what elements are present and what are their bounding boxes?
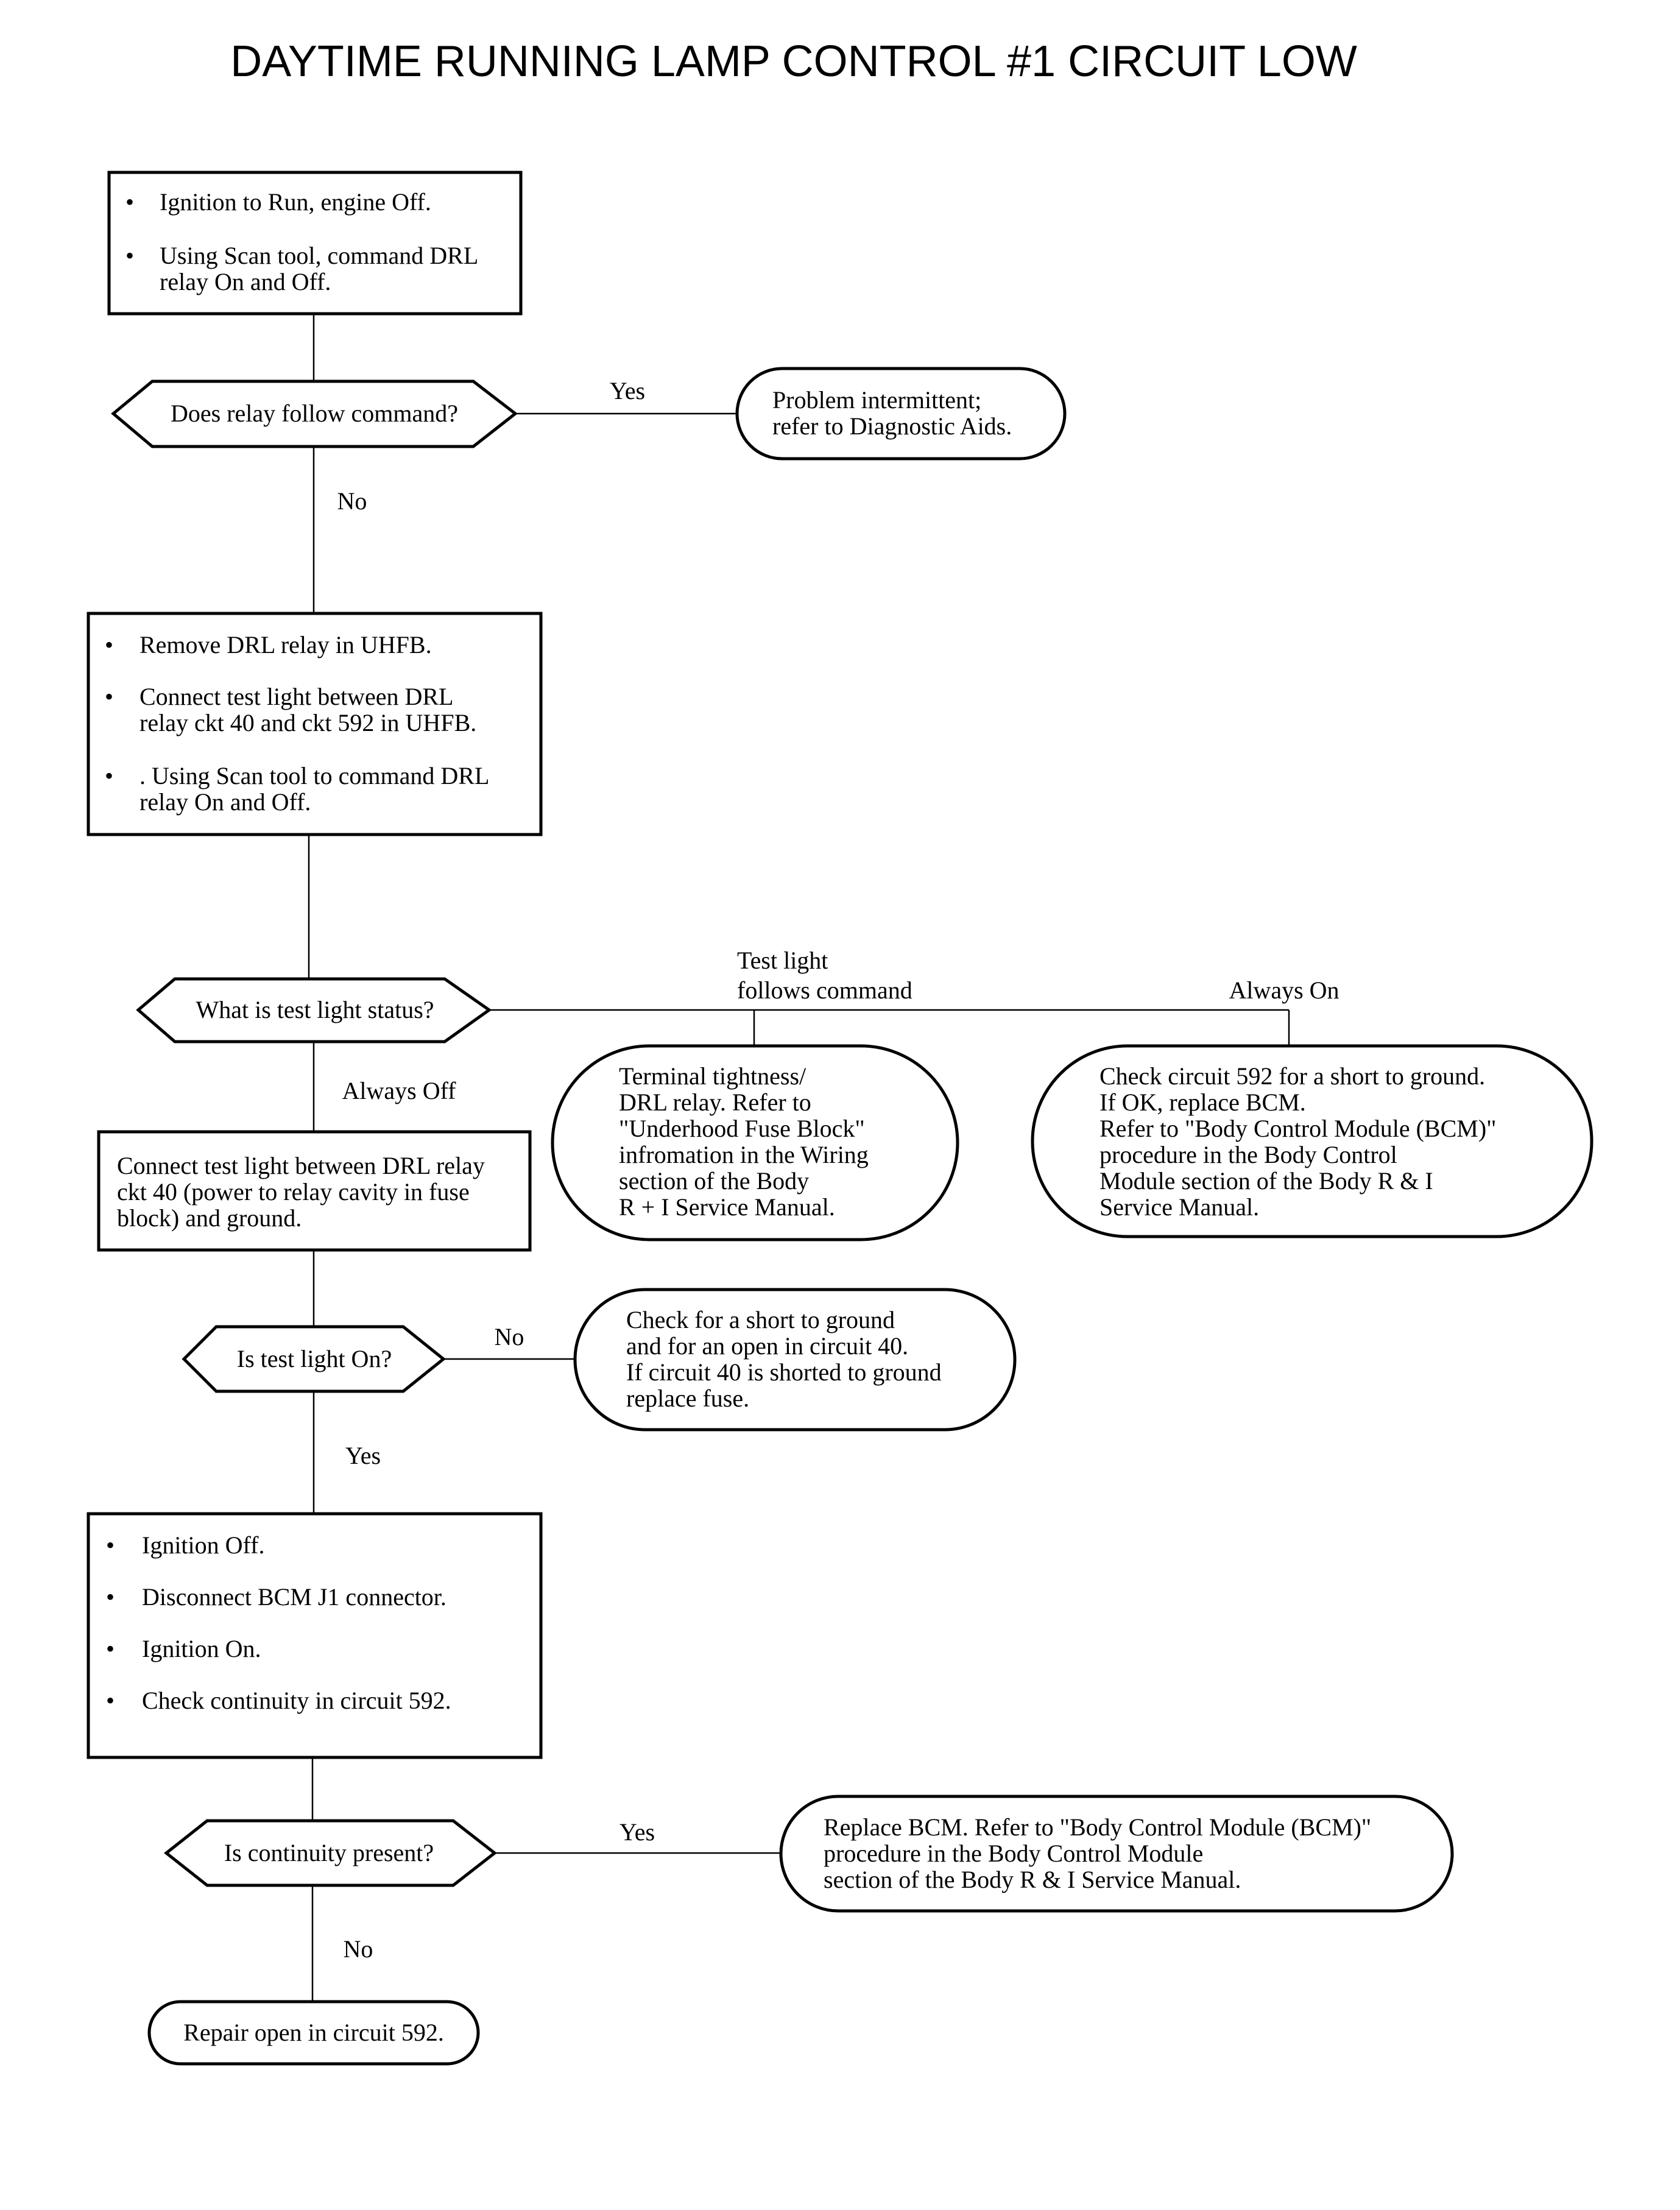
decision-question: What is test light status? [196,996,434,1023]
bullet-text: . Using Scan tool to command DRL [139,762,489,789]
result-text: Repair open in circuit 592. [183,2019,444,2046]
follows-command-label: follows command [737,976,912,1004]
yes-label: Yes [619,1818,655,1846]
step-text: Connect test light between DRL relay [117,1152,485,1179]
result-text: Check for a short to ground [626,1306,895,1333]
result-text: If circuit 40 is shorted to ground [626,1358,942,1386]
decision-3: Is test light On? [182,1325,446,1393]
bullet-text: relay ckt 40 and ckt 592 in UHFB. [139,709,476,736]
result-replace-bcm: Replace BCM. Refer to "Body Control Modu… [779,1795,1454,1913]
no-label: No [337,487,367,515]
result-text: "Underhood Fuse Block" [619,1115,865,1142]
yes-label: Yes [610,377,645,404]
step-3-box: Connect test light between DRL relay ckt… [97,1130,532,1252]
bullet-icon: • [125,188,134,216]
result-text: and for an open in circuit 40. [626,1332,908,1360]
bullet-text: Check continuity in circuit 592. [142,1687,451,1714]
bullet-text: relay On and Off. [160,268,331,295]
result-text: section of the Body R & I Service Manual… [824,1866,1241,1893]
step-1-box: • Ignition to Run, engine Off. • Using S… [107,171,523,316]
follows-command-label: Test light [737,947,828,974]
result-text: If OK, replace BCM. [1099,1089,1306,1116]
bullet-icon: • [106,1687,115,1714]
result-text: Service Manual. [1099,1193,1259,1221]
bullet-list: • Ignition Off. • Disconnect BCM J1 conn… [106,1531,451,1714]
result-text: Check circuit 592 for a short to ground. [1099,1062,1485,1090]
bullet-text: Disconnect BCM J1 connector. [142,1583,446,1611]
decision-4: Is continuity present? [163,1819,498,1887]
result-terminal-tightness: Terminal tightness/ DRL relay. Refer to … [551,1044,959,1241]
always-off-label: Always Off [342,1077,456,1104]
bullet-text: Ignition On. [142,1635,261,1662]
decision-2: What is test light status? [136,977,492,1043]
result-text: R + I Service Manual. [619,1193,835,1221]
bullet-text: Using Scan tool, command DRL [160,242,478,269]
bullet-icon: • [106,1635,115,1662]
step-2-box: • Remove DRL relay in UHFB. • Connect te… [86,612,543,836]
result-text: infromation in the Wiring [619,1141,869,1168]
no-label: No [495,1323,524,1350]
step-text: block) and ground. [117,1204,302,1232]
result-text: procedure in the Body Control Module [824,1840,1203,1867]
page-title: DAYTIME RUNNING LAMP CONTROL #1 CIRCUIT … [230,37,1357,86]
result-text: Refer to "Body Control Module (BCM)" [1099,1115,1497,1142]
result-intermittent: Problem intermittent; refer to Diagnosti… [735,367,1067,461]
result-check-circuit-592: Check circuit 592 for a short to ground.… [1031,1044,1594,1238]
result-text: section of the Body [619,1167,809,1195]
bullet-icon: • [105,631,113,658]
result-text: Terminal tightness/ [619,1062,806,1090]
bullet-icon: • [105,683,113,710]
always-on-label: Always On [1229,976,1339,1004]
result-text: DRL relay. Refer to [619,1089,811,1116]
decision-question: Does relay follow command? [171,400,458,427]
result-check-circuit-40: Check for a short to ground and for an o… [573,1288,1017,1432]
decision-1: Does relay follow command? [111,380,518,448]
bullet-text: relay On and Off. [139,788,311,816]
result-text: Problem intermittent; [772,386,981,414]
yes-label: Yes [345,1442,381,1469]
bullet-icon: • [105,762,113,789]
bullet-icon: • [106,1583,115,1611]
decision-question: Is continuity present? [224,1839,434,1866]
bullet-text: Ignition Off. [142,1531,264,1559]
result-text: procedure in the Body Control [1099,1141,1397,1168]
bullet-list: • Remove DRL relay in UHFB. • Connect te… [105,631,489,816]
connectors [308,314,1290,2002]
bullet-icon: • [106,1531,115,1559]
result-text: Module section of the Body R & I [1099,1167,1433,1195]
no-label: No [344,1935,373,1963]
bullet-text: Connect test light between DRL [139,683,453,710]
result-text: Replace BCM. Refer to "Body Control Modu… [824,1813,1371,1841]
bullet-icon: • [125,242,134,269]
bullet-list: • Ignition to Run, engine Off. • Using S… [125,188,478,295]
result-repair-open: Repair open in circuit 592. [147,2000,480,2066]
decision-question: Is test light On? [237,1345,392,1372]
result-text: replace fuse. [626,1385,749,1412]
result-text: refer to Diagnostic Aids. [772,412,1012,440]
bullet-text: Ignition to Run, engine Off. [160,188,431,216]
step-4-box: • Ignition Off. • Disconnect BCM J1 conn… [86,1512,543,1759]
step-text: ckt 40 (power to relay cavity in fuse [117,1178,470,1206]
bullet-text: Remove DRL relay in UHFB. [139,631,432,658]
